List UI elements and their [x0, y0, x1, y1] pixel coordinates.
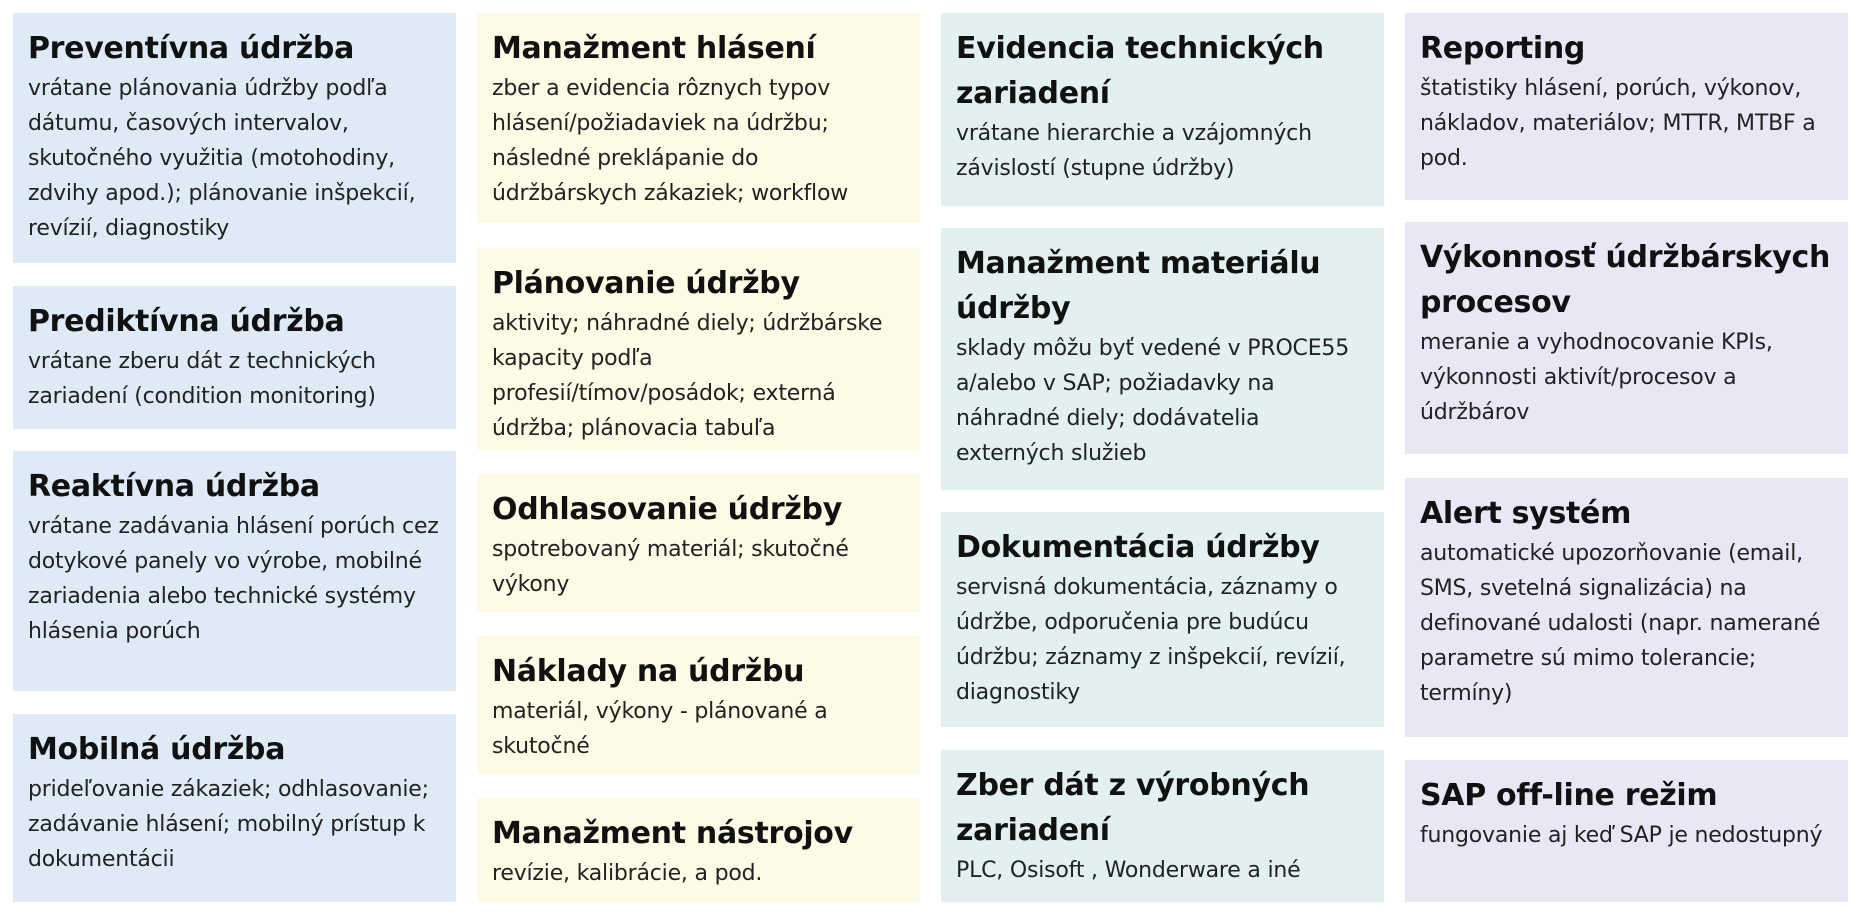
- card-reporting: Reporting štatistiky hlásení, porúch, vý…: [1405, 13, 1848, 200]
- card-planovanie-udrzby: Plánovanie údržby aktivity; náhradné die…: [477, 248, 920, 450]
- card-title: Manažment hlásení: [492, 31, 816, 66]
- card-sap-offline-rezim: SAP off-line režim fungovanie aj keď SAP…: [1405, 760, 1848, 902]
- card-title: Výkonnosť údržbárskych procesov: [1420, 240, 1831, 320]
- card-manazment-hlaseni: Manažment hlásení zber a evidencia rôzny…: [477, 13, 920, 223]
- card-dokumentacia-udrzby: Dokumentácia údržby servisná dokumentáci…: [941, 512, 1384, 727]
- card-prediktivna-udrzba: Prediktívna údržba vrátane zberu dát z t…: [13, 286, 456, 429]
- card-description: materiál, výkony - plánované a skutočné: [492, 699, 828, 759]
- card-title: Plánovanie údržby: [492, 266, 800, 301]
- card-description: vrátane zberu dát z technických zariaden…: [28, 349, 376, 409]
- card-naklady-na-udrzbu: Náklady na údržbu materiál, výkony - plá…: [477, 636, 920, 774]
- card-title: Alert systém: [1420, 496, 1632, 531]
- card-title: Zber dát z výrobných zariadení: [956, 768, 1310, 848]
- card-title: Reaktívna údržba: [28, 469, 320, 504]
- card-title: Mobilná údržba: [28, 732, 286, 767]
- card-vykonnost-udrzbarskych-procesov: Výkonnosť údržbárskych procesov meranie …: [1405, 222, 1848, 454]
- card-preventivna-udrzba: Preventívna údržba vrátane plánovania úd…: [13, 13, 456, 263]
- card-manazment-nastrojov: Manažment nástrojov revízie, kalibrácie,…: [477, 798, 920, 902]
- card-title: Manažment nástrojov: [492, 816, 853, 851]
- card-description: vrátane plánovania údržby podľa dátumu, …: [28, 76, 416, 241]
- card-description: meranie a vyhodnocovanie KPIs, výkonnost…: [1420, 330, 1773, 425]
- card-description: servisná dokumentácia, záznamy o údržbe,…: [956, 575, 1346, 705]
- card-description: fungovanie aj keď SAP je nedostupný: [1420, 823, 1823, 848]
- card-title: Prediktívna údržba: [28, 304, 345, 339]
- card-mobilna-udrzba: Mobilná údržba prideľovanie zákaziek; od…: [13, 714, 456, 902]
- card-description: revízie, kalibrácie, a pod.: [492, 861, 763, 886]
- card-description: vrátane hierarchie a vzájomných závislos…: [956, 121, 1312, 181]
- card-reaktivna-udrzba: Reaktívna údržba vrátane zadávania hláse…: [13, 451, 456, 691]
- card-odhlasovanie-udrzby: Odhlasovanie údržby spotrebovaný materiá…: [477, 474, 920, 612]
- card-description: zber a evidencia rôznych typov hlásení/p…: [492, 76, 849, 206]
- card-evidencia-technickych-zariadeni: Evidencia technických zariadení vrátane …: [941, 13, 1384, 206]
- card-alert-system: Alert systém automatické upozorňovanie (…: [1405, 478, 1848, 737]
- card-description: sklady môžu byť vedené v PROCE55 a/alebo…: [956, 336, 1350, 466]
- card-title: Náklady na údržbu: [492, 654, 805, 689]
- card-description: PLC, Osisoft , Wonderware a iné: [956, 858, 1301, 883]
- card-zber-dat-z-vyrobnych-zariadeni: Zber dát z výrobných zariadení PLC, Osis…: [941, 750, 1384, 902]
- card-title: Dokumentácia údržby: [956, 530, 1320, 565]
- card-title: Manažment materiálu údržby: [956, 246, 1321, 326]
- card-description: spotrebovaný materiál; skutočné výkony: [492, 537, 849, 597]
- card-description: vrátane zadávania hlásení porúch cez dot…: [28, 514, 439, 644]
- card-description: prideľovanie zákaziek; odhlasovanie; zad…: [28, 777, 429, 872]
- card-description: aktivity; náhradné diely; údržbárske kap…: [492, 311, 883, 441]
- card-title: Reporting: [1420, 31, 1586, 66]
- card-title: Evidencia technických zariadení: [956, 31, 1324, 111]
- card-description: automatické upozorňovanie (email, SMS, s…: [1420, 541, 1821, 706]
- card-title: Odhlasovanie údržby: [492, 492, 842, 527]
- card-manazment-materialu-udrzby: Manažment materiálu údržby sklady môžu b…: [941, 228, 1384, 490]
- card-description: štatistiky hlásení, porúch, výkonov, nák…: [1420, 76, 1816, 171]
- card-title: SAP off-line režim: [1420, 778, 1718, 813]
- card-title: Preventívna údržba: [28, 31, 355, 66]
